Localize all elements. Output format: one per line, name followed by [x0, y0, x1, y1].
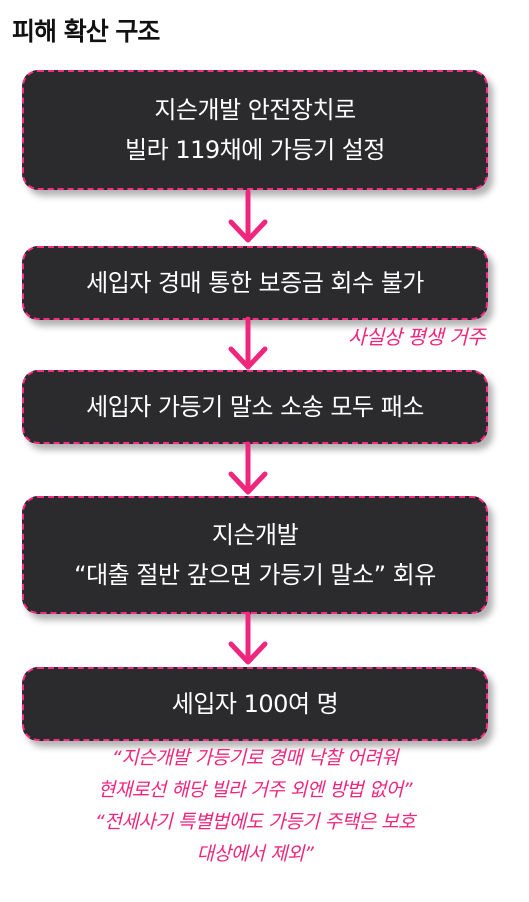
down-arrow-icon: [228, 189, 268, 243]
step-box-3: 세입자 가등기 말소 소송 모두 패소: [22, 370, 488, 444]
step-box-1: 지슨개발 안전장치로 빌라 119채에 가등기 설정: [22, 70, 488, 190]
down-arrow-icon: [228, 316, 268, 370]
quote-line: 대상에서 제외”: [196, 843, 314, 865]
step-1-line-2: 빌라 119채에 가등기 설정: [125, 136, 385, 164]
step-5-line-1: 세입자 100여 명: [171, 690, 339, 718]
quote-line: “전세사기 특별법에도 가등기 주택은 보호: [94, 811, 416, 833]
step-4-line-2: “대출 절반 갚으면 가등기 말소” 회유: [74, 561, 436, 589]
step-2-line-1: 세입자 경매 통한 보증금 회수 불가: [86, 269, 424, 297]
down-arrow-icon: [228, 611, 268, 665]
quote-line: 현재로선 해당 빌라 거주 외엔 방법 없어”: [97, 779, 413, 801]
step-1-line-1: 지슨개발 안전장치로: [154, 96, 356, 124]
step-4-line-1: 지슨개발: [211, 521, 299, 549]
quote-line: “지슨개발 가등기로 경매 낙찰 어려워: [111, 747, 399, 769]
step-box-4: 지슨개발 “대출 절반 갚으면 가등기 말소” 회유: [22, 496, 488, 614]
page-title: 피해 확산 구조: [12, 17, 160, 46]
step-box-2: 세입자 경매 통한 보증금 회수 불가: [22, 246, 488, 320]
side-note: 사실상 평생 거주: [347, 325, 486, 349]
step-3-line-1: 세입자 가등기 말소 소송 모두 패소: [86, 393, 424, 421]
down-arrow-icon: [228, 441, 268, 495]
quote-block: “지슨개발 가등기로 경매 낙찰 어려워 현재로선 해당 빌라 거주 외엔 방법…: [22, 742, 488, 870]
step-box-5: 세입자 100여 명: [22, 667, 488, 741]
